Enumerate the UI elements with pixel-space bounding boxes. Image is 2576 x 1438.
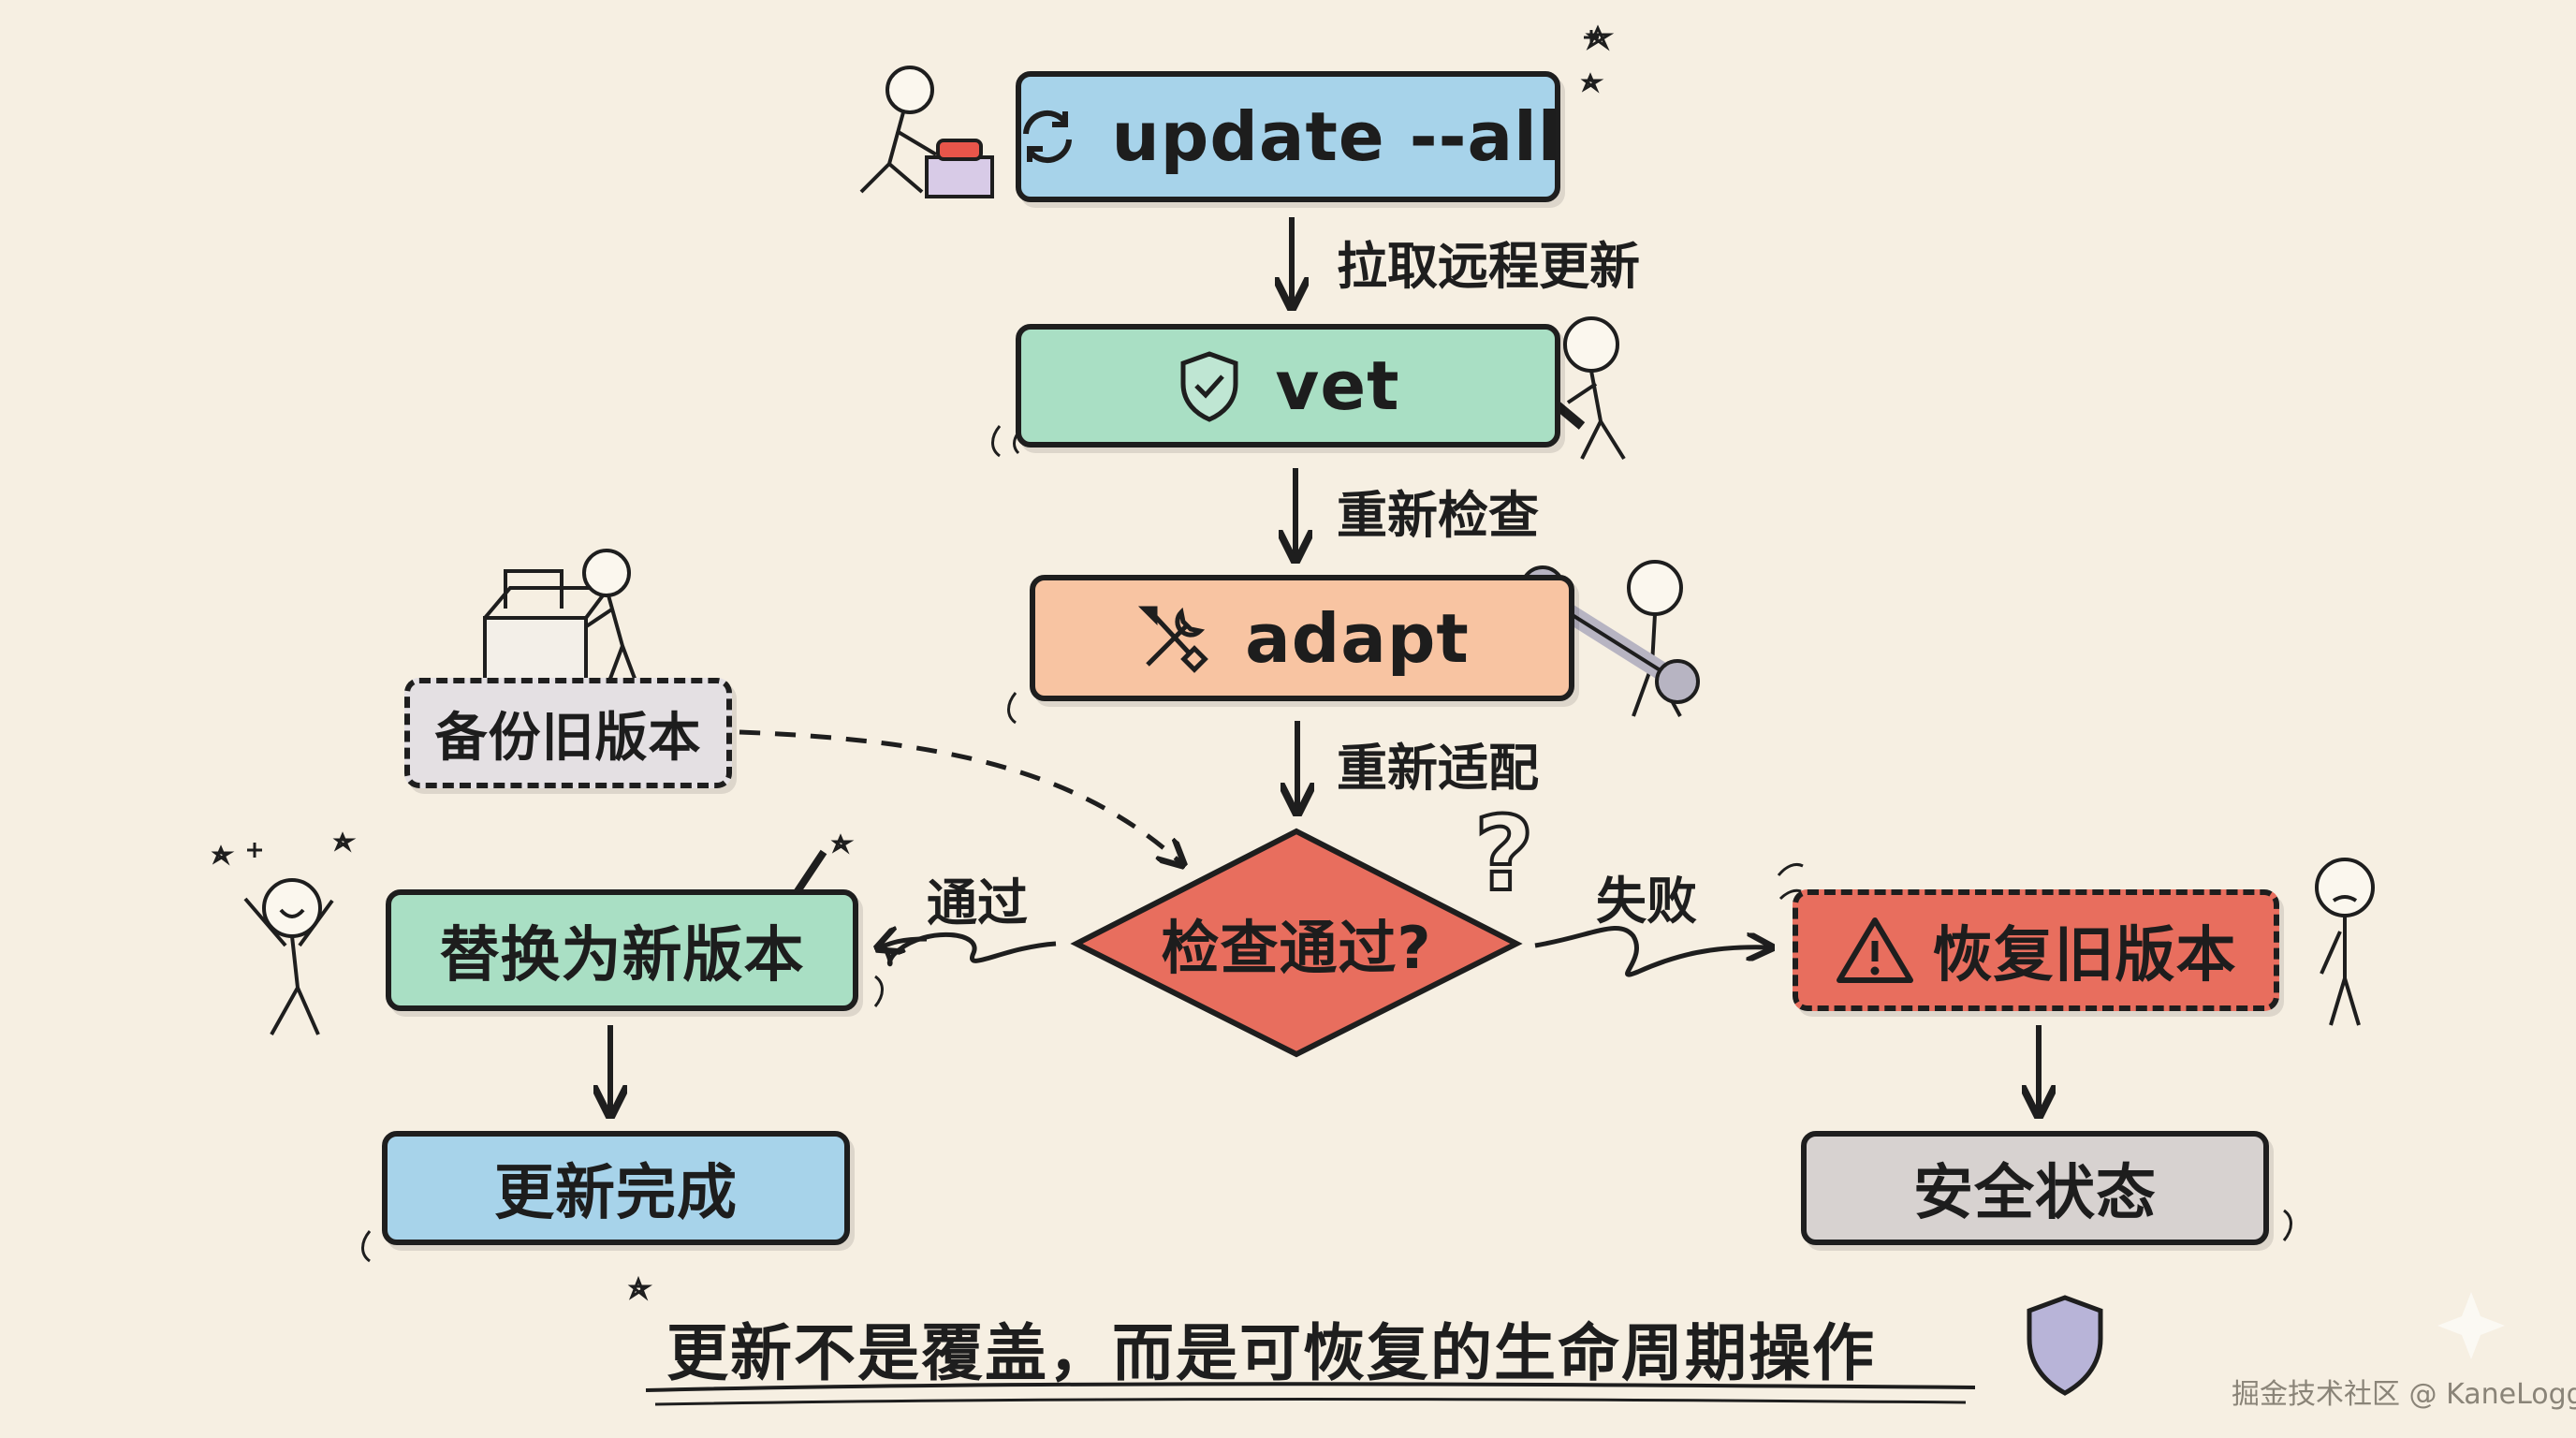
node-safe[interactable]: 安全状态 [1801,1131,2269,1245]
tools-icon [1134,599,1213,678]
person-pressing-button-illustration [859,66,994,198]
node-adapt[interactable]: adapt [1030,575,1574,701]
sparkle-icon [211,24,1615,1301]
node-done[interactable]: 更新完成 [382,1131,850,1245]
edge-label-readapt: 重新适配 [1337,739,1539,798]
decision-diamond-shape [1070,828,1523,1058]
arrow-decision-to-replace [882,932,1057,967]
question-mark-doodle: ? [1474,794,1534,914]
motion-marks [361,425,2292,1263]
tagline: 更新不是覆盖，而是可恢复的生命周期操作 [666,1317,1876,1389]
refresh-icon [1015,104,1080,169]
node-decision[interactable]: 检查通过? [1076,831,1516,1054]
edge-label-recheck: 重新检查 [1337,486,1539,545]
person-with-box-illustration [483,549,638,695]
arrow-decision-to-replace-head [880,939,928,947]
worried-person-illustration [2315,858,2375,1026]
node-restore[interactable]: 恢复旧版本 [1793,889,2279,1011]
node-update[interactable]: update --all [1016,71,1560,202]
node-vet[interactable]: vet [1016,324,1560,448]
node-replace-label: 替换为新版本 [439,921,805,990]
node-backup[interactable]: 备份旧版本 [404,678,732,788]
node-safe-label: 安全状态 [1913,1159,2157,1228]
node-done-label: 更新完成 [494,1159,738,1228]
node-adapt-label: adapt [1245,598,1470,678]
node-vet-label: vet [1275,346,1400,425]
edge-label-pass: 通过 [927,873,1028,932]
arrow-backup-to-decision [739,729,1181,863]
node-replace[interactable]: 替换为新版本 [386,889,858,1011]
node-backup-label: 备份旧版本 [434,707,702,769]
node-decision-label: 检查通过? [1161,914,1432,982]
node-restore-label: 恢复旧版本 [1932,921,2237,990]
node-update-label: update --all [1111,97,1562,176]
tagline-shield-icon [2027,1295,2103,1396]
shield-check-icon [1176,348,1243,423]
arrow-decision-to-restore [1534,925,1769,977]
tagline-underline [645,1382,1976,1392]
watermark: 掘金技术社区 @ KaneLogger [2232,1378,2576,1411]
happy-person-illustration [243,878,334,1035]
warning-icon [1836,915,1914,986]
faint-star-icon [2437,1292,2505,1359]
tagline-underline-2 [654,1398,1967,1406]
edge-label-fail: 失败 [1596,872,1697,931]
edge-label-pull: 拉取远程更新 [1337,237,1640,296]
